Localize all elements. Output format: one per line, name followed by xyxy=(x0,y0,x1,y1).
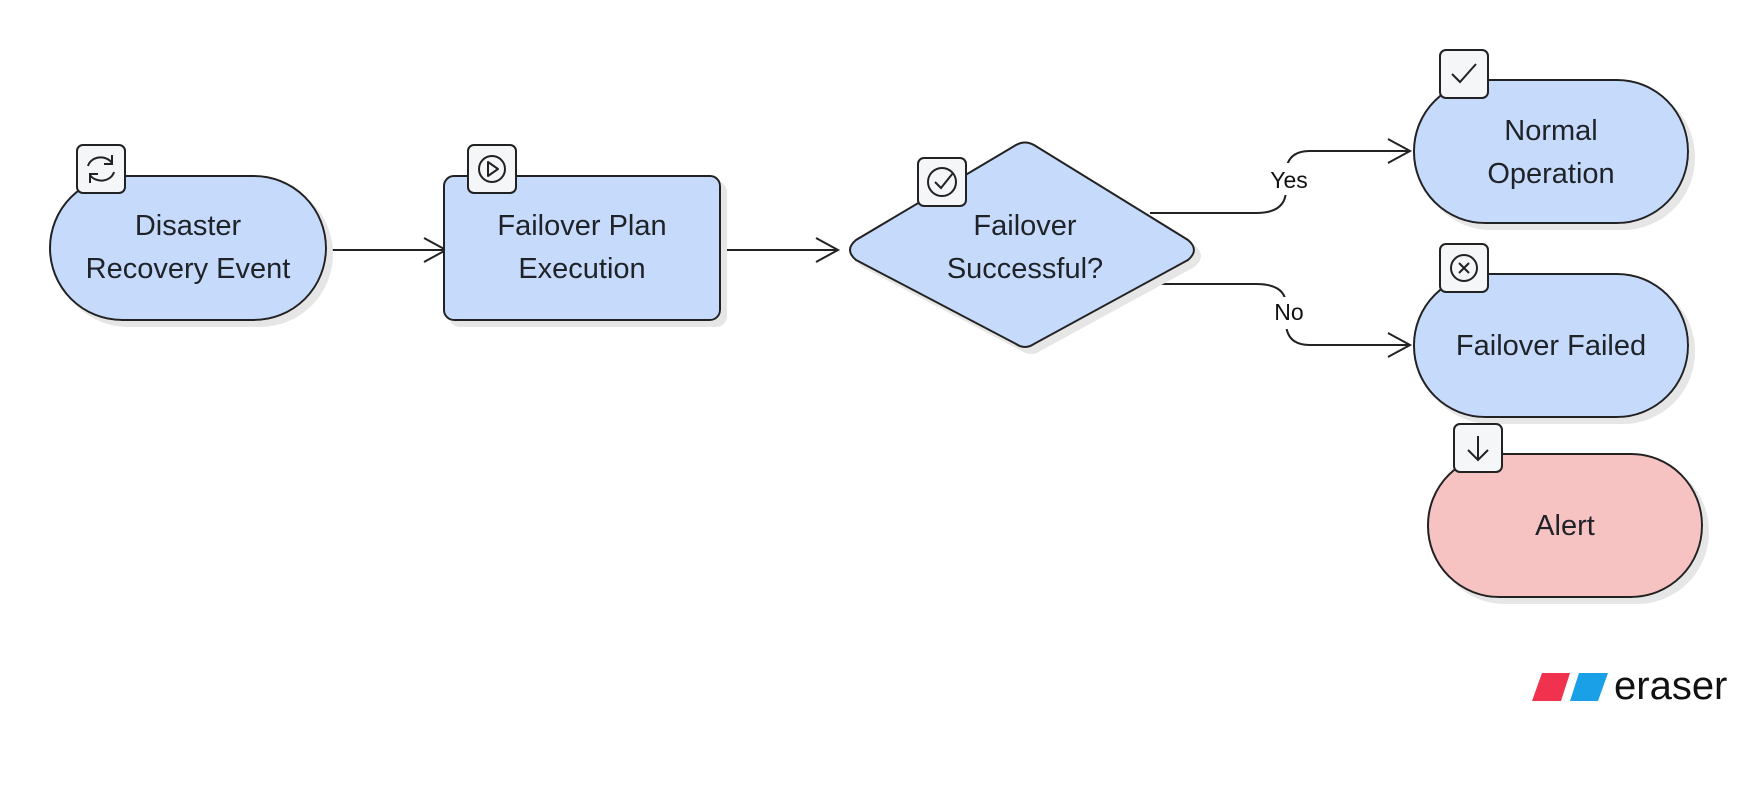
node-failover-successful-decision[interactable]: Failover Successful? xyxy=(849,141,1195,348)
node-label-line1: Failover xyxy=(973,210,1076,242)
x-circle-icon xyxy=(1439,243,1489,293)
arrow-down-icon xyxy=(1453,423,1503,473)
node-label-line1: Failover Plan xyxy=(497,210,666,242)
node-label-line2: Successful? xyxy=(947,253,1103,285)
eraser-logo: eraser xyxy=(1532,664,1727,708)
check-icon xyxy=(1439,49,1489,99)
check-circle-icon xyxy=(917,157,967,207)
node-label-line2: Recovery Event xyxy=(86,253,291,285)
node-label-line2: Execution xyxy=(518,253,645,285)
edge-plan-to-decision xyxy=(720,237,841,263)
refresh-icon xyxy=(76,144,126,194)
node-label-line1: Normal xyxy=(1504,115,1597,147)
edge-disaster-to-plan xyxy=(328,237,449,263)
yes-label-bg xyxy=(1264,163,1312,195)
node-normal-operation[interactable]: Normal Operation xyxy=(1413,49,1689,224)
node-disaster-recovery-event[interactable]: Disaster Recovery Event xyxy=(49,144,327,321)
logo-red-mark xyxy=(1532,673,1570,701)
edge-label-yes: Yes xyxy=(1270,167,1308,193)
edge-label-no: No xyxy=(1274,299,1303,325)
logo-text: eraser xyxy=(1614,664,1727,708)
play-icon xyxy=(467,144,517,194)
node-failover-failed[interactable]: Failover Failed xyxy=(1413,243,1689,418)
node-label-line2: Operation xyxy=(1487,158,1614,190)
node-label-line1: Disaster xyxy=(135,210,242,242)
node-alert[interactable]: Alert xyxy=(1427,423,1703,598)
no-label-bg xyxy=(1268,297,1308,329)
node-label: Alert xyxy=(1535,510,1595,542)
node-label: Failover Failed xyxy=(1456,330,1646,362)
node-failover-plan-execution[interactable]: Failover Plan Execution xyxy=(443,144,721,321)
logo-blue-mark xyxy=(1570,673,1608,701)
